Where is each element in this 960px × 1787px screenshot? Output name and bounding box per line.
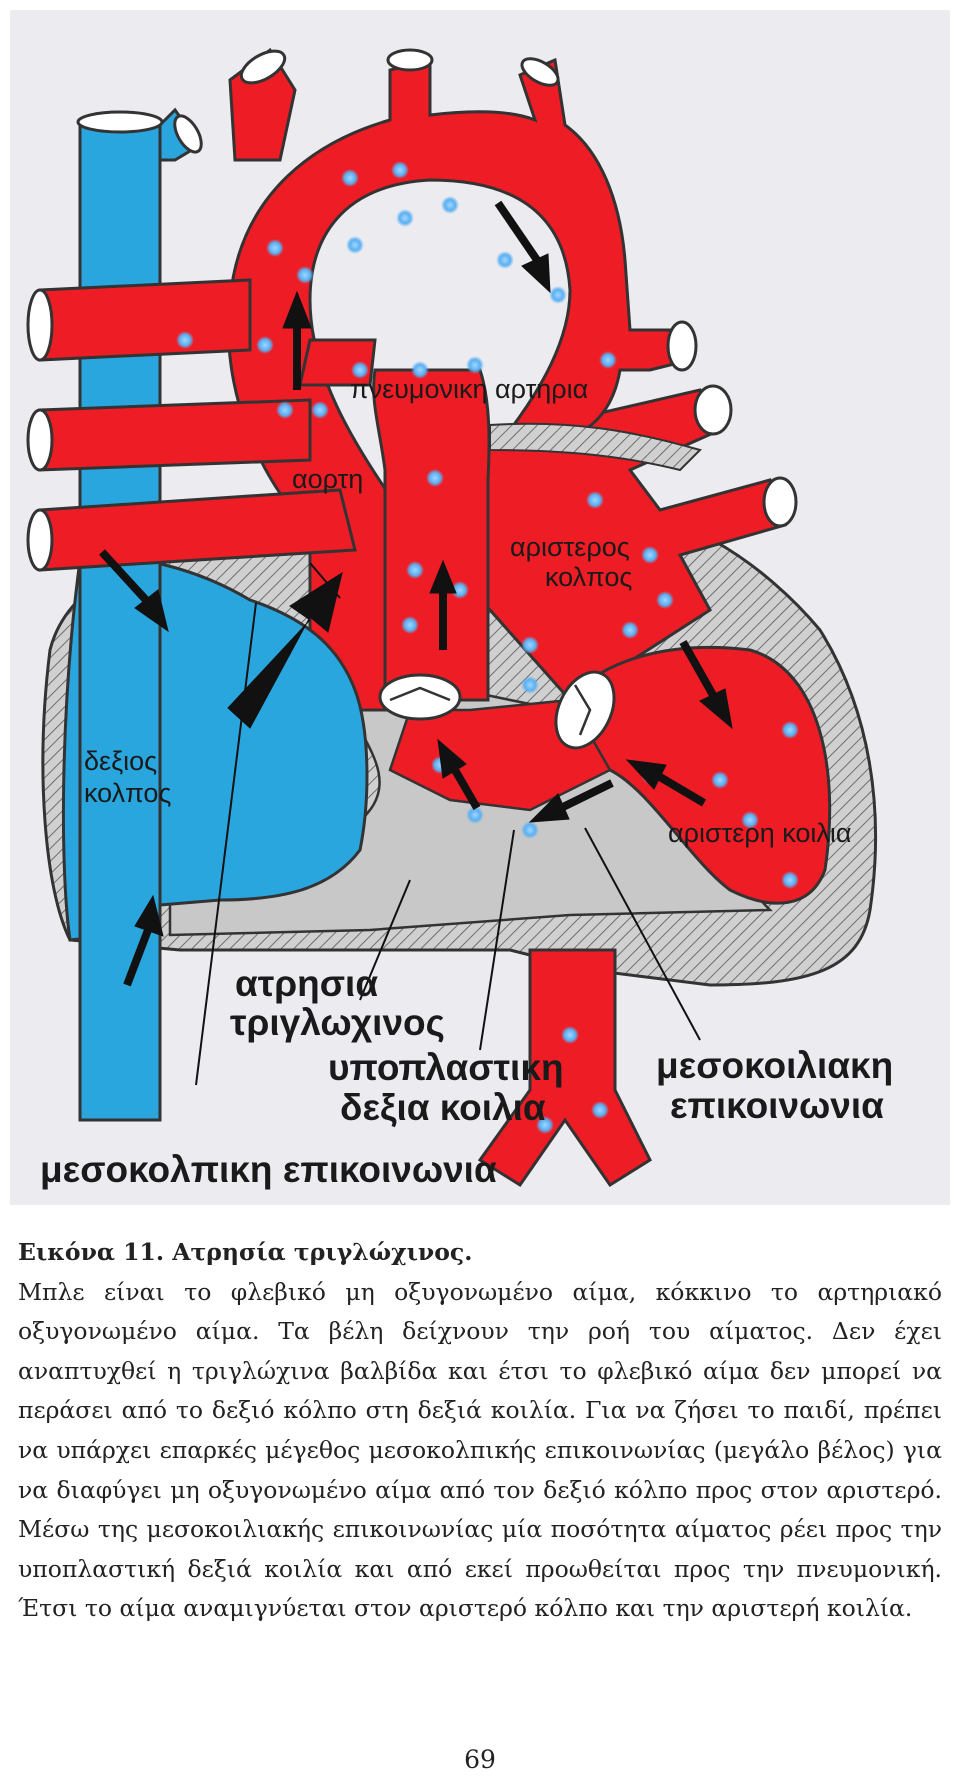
label-aorta: αορτη: [292, 464, 363, 494]
label-atresia-line1: ατρησια: [235, 963, 378, 1004]
pulmonary-valve: [378, 673, 462, 721]
label-right-atrium-line2: κολπος: [84, 778, 171, 808]
pulmonary-artery: [372, 368, 491, 702]
figure-caption: Εικόνα 11. Ατρησία τριγλώχινος. Μπλε είν…: [18, 1233, 942, 1629]
descending-aorta: [477, 948, 652, 1188]
label-left-atrium-line2: κολπος: [545, 562, 632, 592]
vena-cava: [78, 123, 162, 1122]
label-hypoplastic-line1: υποπλαστικη: [328, 1047, 564, 1088]
heart-diagram-figure: πνευμονικη αρτηρια αορτη αριστερος κολπο…: [10, 10, 950, 1205]
label-vsd-line1: μεσοκοιλιακη: [656, 1045, 893, 1086]
label-pulmonary-artery: πνευμονικη αρτηρια: [350, 374, 588, 404]
caption-title: Εικόνα 11. Ατρησία τριγλώχινος.: [18, 1238, 473, 1266]
label-pointer-lines: [195, 562, 701, 1086]
caption-body: Μπλε είναι το φλεβικό μη οξυγονωμένο αίμ…: [18, 1277, 942, 1623]
blood-flow-arrows: [99, 200, 733, 987]
page-number: 69: [464, 1745, 496, 1774]
label-left-ventricle: αριστερη κοιλια: [668, 818, 852, 848]
label-atresia-line2: τριγλωχινος: [230, 1002, 445, 1043]
aortic-valve: [554, 670, 616, 750]
label-hypoplastic-line2: δεξια κοιλια: [340, 1087, 546, 1128]
heart-diagram: πνευμονικη αρτηρια αορτη αριστερος κολπο…: [26, 47, 893, 1190]
label-asd: μεσοκολπικη επικοινωνια: [40, 1149, 497, 1190]
label-right-atrium-line1: δεξιος: [84, 746, 157, 776]
label-left-atrium-line1: αριστερος: [510, 532, 630, 562]
blood-mixing-dots: [176, 161, 799, 1134]
label-vsd-line2: επικοινωνια: [670, 1085, 884, 1126]
